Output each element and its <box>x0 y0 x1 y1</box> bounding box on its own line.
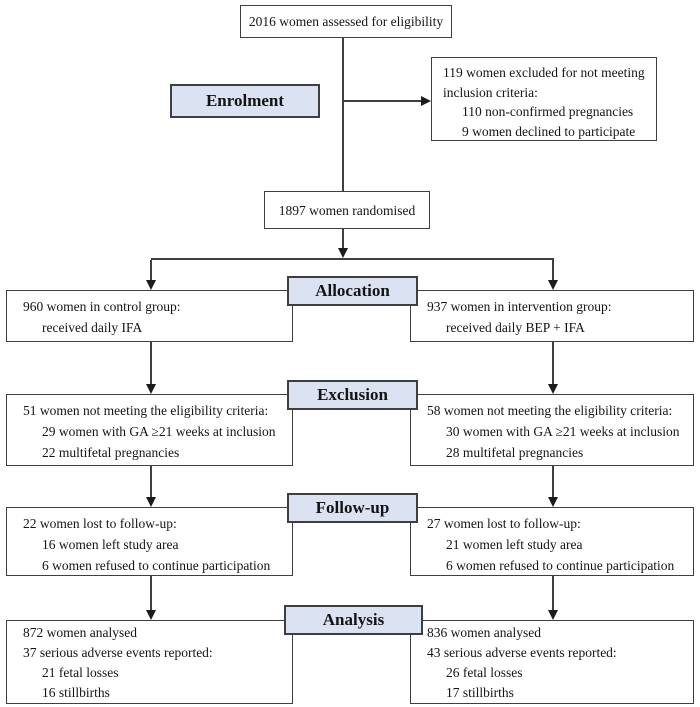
allocation-stage-label: Allocation <box>287 276 418 306</box>
connector-line <box>552 260 554 280</box>
arrowhead-down-icon <box>146 610 156 620</box>
enrolment-stage-text: Enrolment <box>205 91 285 110</box>
allocation-intervention-line: 937 women in intervention group: <box>427 299 612 314</box>
followup-control-line: 22 women lost to follow-up: <box>23 516 177 531</box>
arrowhead-down-icon <box>548 497 558 507</box>
connector-line <box>150 466 152 497</box>
exclusion-stage-text: Exclusion <box>317 385 388 404</box>
exclusion-intervention-item: 30 women with GA ≥21 weeks at inclusion <box>446 424 680 439</box>
exclusion-intervention-line: 58 women not meeting the eligibility cri… <box>427 403 673 418</box>
intervention-exclusion-box: 58 women not meeting the eligibility cri… <box>410 394 694 466</box>
exclusion-control-item: 22 multifetal pregnancies <box>42 445 180 460</box>
analysis-control-item: 21 fetal losses <box>42 665 119 680</box>
allocation-control-line: 960 women in control group: <box>23 299 181 314</box>
arrowhead-down-icon <box>146 497 156 507</box>
arrowhead-down-icon <box>548 280 558 290</box>
analysis-intervention-line: 43 serious adverse events reported: <box>427 645 617 660</box>
randomised-text: 1897 women randomised <box>278 202 416 218</box>
connector-line <box>552 342 554 384</box>
connector-line <box>342 229 344 248</box>
randomised-box: 1897 women randomised <box>264 191 430 229</box>
analysis-intervention-item: 26 fetal losses <box>446 665 523 680</box>
analysis-intervention-line: 836 women analysed <box>427 625 541 640</box>
followup-intervention-item: 21 women left study area <box>446 537 583 552</box>
analysis-intervention-item: 17 stillbirths <box>446 685 514 700</box>
arrowhead-down-icon <box>338 248 348 258</box>
enrolment-stage-label: Enrolment <box>170 84 320 118</box>
connector-line-excluded <box>344 100 422 102</box>
followup-stage-label: Follow-up <box>287 493 418 523</box>
connector-line-vertical-main <box>342 38 344 191</box>
arrowhead-right-icon <box>421 96 431 106</box>
connector-line <box>150 342 152 384</box>
connector-line-split <box>151 258 554 260</box>
intervention-allocation-box: 937 women in intervention group: receive… <box>410 290 694 342</box>
analysis-control-line: 872 women analysed <box>23 625 137 640</box>
excluded-box: 119 women excluded for not meeting inclu… <box>431 57 657 141</box>
connector-line <box>150 576 152 610</box>
followup-control-item: 6 women refused to continue participatio… <box>42 558 271 573</box>
followup-control-item: 16 women left study area <box>42 537 179 552</box>
intervention-followup-box: 27 women lost to follow-up: 21 women lef… <box>410 507 694 576</box>
allocation-stage-text: Allocation <box>315 281 390 300</box>
intervention-analysis-box: 836 women analysed 43 serious adverse ev… <box>410 620 694 704</box>
assessed-box: 2016 women assessed for eligibility <box>240 5 452 38</box>
excluded-item: 9 women declined to participate <box>462 123 636 139</box>
excluded-line: 119 women excluded for not meeting <box>443 65 645 80</box>
arrowhead-down-icon <box>548 610 558 620</box>
analysis-stage-label: Analysis <box>284 605 423 635</box>
control-exclusion-box: 51 women not meeting the eligibility cri… <box>6 394 293 466</box>
followup-intervention-line: 27 women lost to follow-up: <box>427 516 581 531</box>
exclusion-control-line: 51 women not meeting the eligibility cri… <box>23 403 269 418</box>
followup-intervention-item: 6 women refused to continue participatio… <box>446 558 675 573</box>
control-analysis-box: 872 women analysed 37 serious adverse ev… <box>6 620 293 704</box>
analysis-control-line: 37 serious adverse events reported: <box>23 645 213 660</box>
exclusion-control-item: 29 women with GA ≥21 weeks at inclusion <box>42 424 276 439</box>
arrowhead-down-icon <box>548 384 558 394</box>
analysis-stage-text: Analysis <box>322 610 385 629</box>
followup-stage-text: Follow-up <box>315 498 390 517</box>
assessed-text: 2016 women assessed for eligibility <box>248 14 444 29</box>
excluded-item: 110 non-confirmed pregnancies <box>462 104 634 119</box>
excluded-line: inclusion criteria: <box>443 84 538 100</box>
allocation-control-line: received daily IFA <box>42 320 143 335</box>
arrowhead-down-icon <box>146 280 156 290</box>
exclusion-stage-label: Exclusion <box>287 380 418 410</box>
control-followup-box: 22 women lost to follow-up: 16 women lef… <box>6 507 293 576</box>
control-allocation-box: 960 women in control group: received dai… <box>6 290 293 342</box>
connector-line <box>150 260 152 280</box>
allocation-intervention-line: received daily BEP + IFA <box>446 320 585 335</box>
connector-line <box>552 576 554 610</box>
connector-line <box>552 466 554 497</box>
exclusion-intervention-item: 28 multifetal pregnancies <box>446 445 584 460</box>
arrowhead-down-icon <box>146 384 156 394</box>
analysis-control-item: 16 stillbirths <box>42 685 110 700</box>
